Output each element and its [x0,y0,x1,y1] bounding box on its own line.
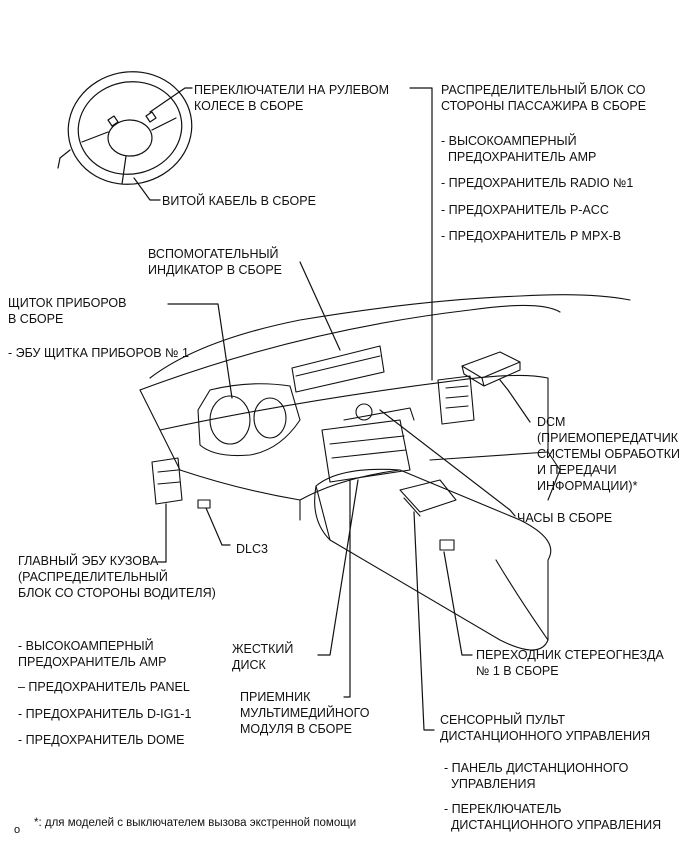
corner-mark: o [14,824,21,836]
passenger-jb-label: РАСПРЕДЕЛИТЕЛЬНЫЙ БЛОК СО СТОРОНЫ ПАССАЖ… [441,83,647,113]
remote-touch-item-panel: - ПАНЕЛЬ ДИСТАНЦИОННОГО УПРАВЛЕНИЯ [444,761,629,791]
dlc3-drawing [197,499,211,509]
steering-switches-label: ПЕРЕКЛЮЧАТЕЛИ НА РУЛЕВОМ КОЛЕСЕ В СБОРЕ [194,83,390,113]
multimedia-receiver-label: ПРИЕМНИК МУЛЬТИМЕДИЙНОГО МОДУЛЯ В СБОРЕ [240,690,370,736]
dcm-label: DCM (ПРИЕМОПЕРЕДАТЧИК СИСТЕМЫ ОБРАБОТКИ … [537,415,680,493]
body-ecu-item-dig11: - ПРЕДОХРАНИТЕЛЬ D-IG1-1 [18,707,192,721]
clock-label: ЧАСЫ В СБОРЕ [517,511,613,525]
body-ecu-item-amp: - ВЫСОКОАМПЕРНЫЙ ПРЕДОХРАНИТЕЛЬ AMP [18,639,167,669]
sub-indicator-label: ВСПОМОГАТЕЛЬНЫЙ ИНДИКАТОР В СБОРЕ [148,247,283,277]
spiral-cable-label: ВИТОЙ КАБЕЛЬ В СБОРЕ [162,194,316,208]
dcm-drawing [461,351,521,387]
main-body-ecu-label: ГЛАВНЫЙ ЭБУ КУЗОВА (РАСПРЕДЕЛИТЕЛЬНЫЙ БЛ… [18,554,216,600]
passenger-jb-item-pmpxb: - ПРЕДОХРАНИТЕЛЬ P MPX-B [441,229,622,243]
remote-touch-item-switch: - ПЕРЕКЛЮЧАТЕЛЬ ДИСТАНЦИОННОГО УПРАВЛЕНИ… [444,802,662,832]
remote-touch-drawing [399,479,457,517]
sub-indicator-drawing [291,345,385,393]
footnote: *: для моделей с выключателем вызова экс… [34,817,357,829]
stereo-jack-drawing [439,539,455,551]
dlc3-label: DLC3 [236,542,268,556]
meter-ecu-label: - ЭБУ ЩИТКА ПРИБОРОВ № 1 [8,346,189,360]
combination-meter-drawing [197,383,301,457]
body-ecu-item-panel: – ПРЕДОХРАНИТЕЛЬ PANEL [18,680,190,694]
center-stack-drawing [321,403,415,483]
main-body-ecu-drawing [151,457,183,505]
dashboard-drawing [139,294,631,651]
passenger-jb-item-pacc: - ПРЕДОХРАНИТЕЛЬ P-ACC [441,203,609,217]
combination-meter-label: ЩИТОК ПРИБОРОВ В СБОРЕ [8,296,127,326]
leader-lines [133,87,531,731]
passenger-jb-drawing [437,375,475,425]
passenger-jb-item-amp: - ВЫСОКОАМПЕРНЫЙ ПРЕДОХРАНИТЕЛЬ AMP [441,134,597,164]
steering-wheel-drawing [57,71,193,185]
hard-disk-label: ЖЕСТКИЙ ДИСК [232,642,294,672]
stereo-jack-label: ПЕРЕХОДНИК СТЕРЕОГНЕЗДА № 1 В СБОРЕ [476,648,664,678]
passenger-jb-item-radio: - ПРЕДОХРАНИТЕЛЬ RADIO №1 [441,176,634,190]
remote-touch-label: СЕНСОРНЫЙ ПУЛЬТ ДИСТАНЦИОННОГО УПРАВЛЕНИ… [440,713,651,743]
body-ecu-item-dome: - ПРЕДОХРАНИТЕЛЬ DOME [18,733,185,747]
